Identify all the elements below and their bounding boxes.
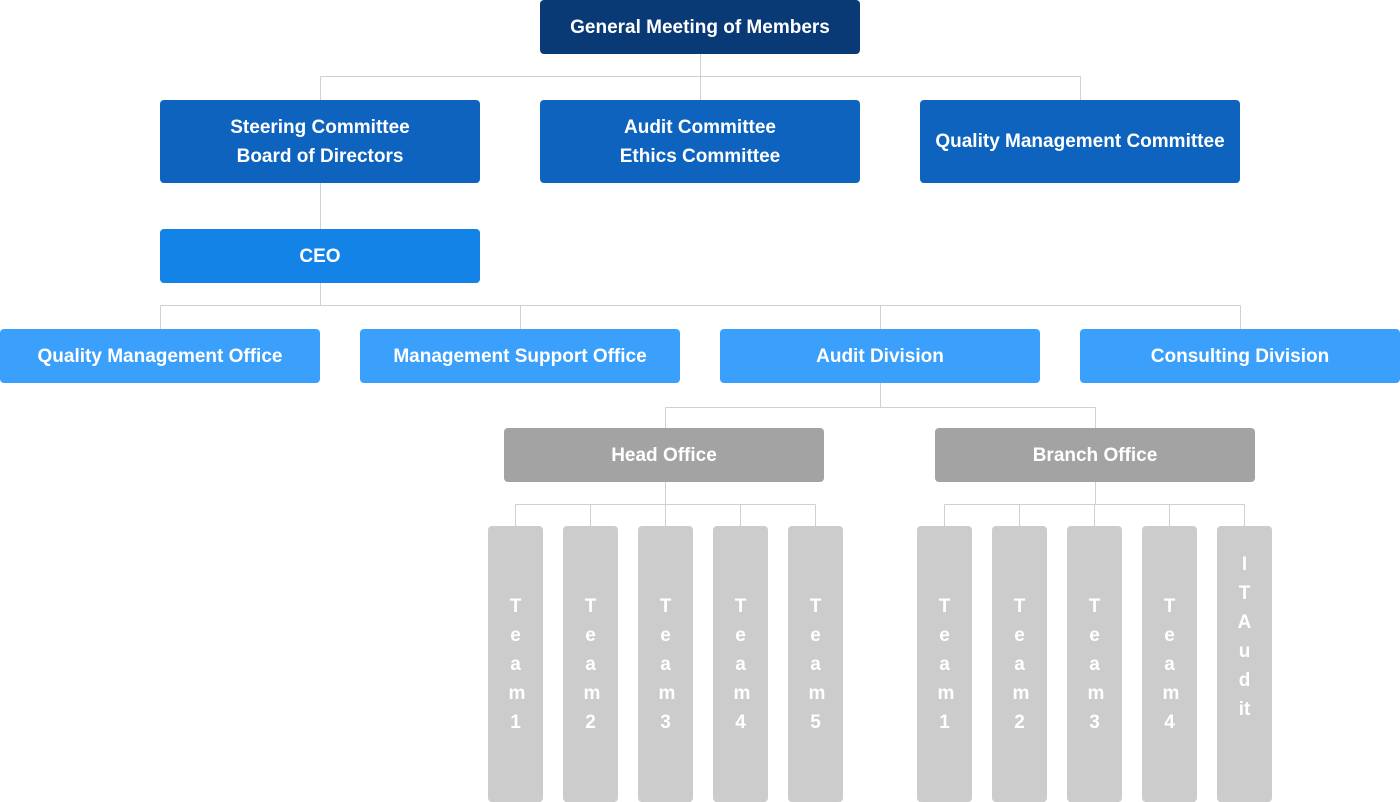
head-office-label: Head Office: [611, 444, 717, 466]
team-label: Team2: [583, 596, 601, 733]
team-node: Team1: [917, 526, 972, 802]
office-label: Management Support Office: [393, 345, 647, 367]
audit-committee-node: Audit Committee Ethics Committee: [540, 100, 860, 183]
quality-management-committee-label: Quality Management Committee: [935, 131, 1225, 152]
ethics-committee-label: Ethics Committee: [619, 145, 781, 167]
team-node: Team3: [638, 526, 693, 802]
it-audit-label: IT Audit: [1237, 554, 1252, 720]
office-node: Quality Management Office: [0, 329, 320, 383]
team-node: Team1: [488, 526, 543, 802]
connector-branches: [665, 383, 1096, 428]
steering-committee-label: Steering Committee: [230, 116, 410, 138]
team-label: Team3: [658, 596, 676, 733]
team-node: Team2: [563, 526, 618, 802]
team-label: Team5: [808, 596, 826, 733]
connector-head-teams: [515, 482, 816, 526]
branch-office-label: Branch Office: [1032, 444, 1158, 466]
head-office-node: Head Office: [504, 428, 824, 482]
team-label: Team3: [1087, 596, 1105, 733]
team-node: Team5: [788, 526, 843, 802]
general-meeting-label: General Meeting of Members: [570, 16, 830, 38]
team-node: Team4: [1142, 526, 1197, 802]
office-node: Management Support Office: [360, 329, 680, 383]
office-node: Consulting Division: [1080, 329, 1400, 383]
team-node: Team4: [713, 526, 768, 802]
board-of-directors-label: Board of Directors: [236, 145, 404, 167]
connector-offices: [160, 283, 1241, 329]
team-label: Team4: [733, 596, 751, 733]
office-node: Audit Division: [720, 329, 1040, 383]
team-label: Team1: [508, 596, 526, 733]
general-meeting-node: General Meeting of Members: [540, 0, 860, 54]
branch-office-node: Branch Office: [935, 428, 1255, 482]
audit-committee-label: Audit Committee: [624, 116, 776, 138]
team-label: Team1: [937, 596, 955, 733]
connector-branch-teams: [944, 482, 1245, 526]
team-node: Team2: [992, 526, 1047, 802]
team-node: Team3: [1067, 526, 1122, 802]
office-label: Quality Management Office: [37, 345, 283, 367]
office-label: Consulting Division: [1150, 345, 1330, 367]
ceo-node: CEO: [160, 229, 480, 283]
office-label: Audit Division: [816, 345, 944, 367]
ceo-label: CEO: [299, 245, 341, 267]
team-label: Team4: [1162, 596, 1180, 733]
it-audit-node: IT Audit: [1217, 526, 1272, 802]
team-label: Team2: [1012, 596, 1030, 733]
quality-management-committee-node: Quality Management Committee: [920, 100, 1240, 183]
connector-top: [320, 54, 1081, 100]
steering-committee-node: Steering Committee Board of Directors: [160, 100, 480, 183]
